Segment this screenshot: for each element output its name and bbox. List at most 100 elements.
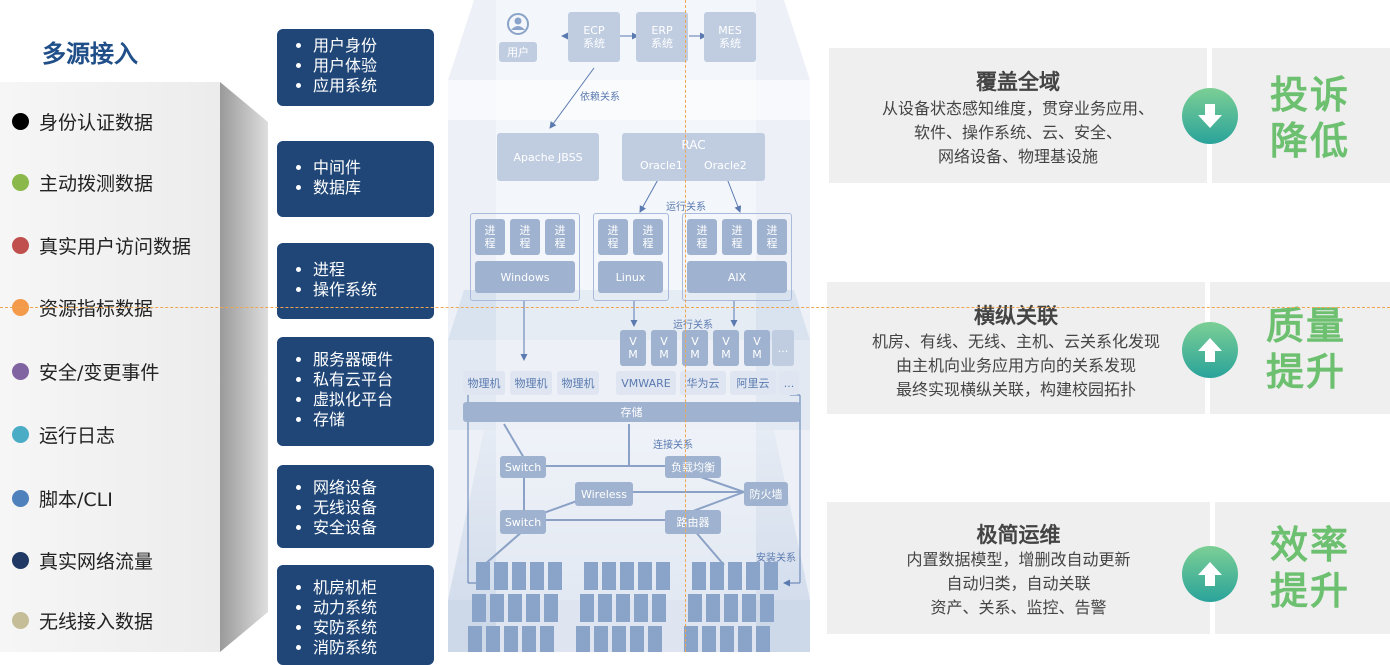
relation-label: 运行关系 <box>666 202 706 213</box>
layer-item: 机房机柜 <box>313 578 434 598</box>
card-line: 网络设备、物理基设施 <box>937 147 1098 166</box>
layer-item: 虚拟化平台 <box>313 390 434 410</box>
layer-box-middleware: 中间件数据库 <box>277 141 434 217</box>
physical-node: 物理机 <box>557 371 599 395</box>
layer-item: 进程 <box>313 260 434 280</box>
os-group <box>470 213 580 301</box>
bullet-dot-icon <box>12 236 29 254</box>
layer-box-os: 进程操作系统 <box>277 243 434 319</box>
source-label: 真实网络流量 <box>39 550 154 573</box>
source-item: 脚本/CLI <box>12 485 113 511</box>
app-node: ECP 系统 <box>568 12 620 62</box>
oracle-label: Oracle1 <box>640 159 683 172</box>
card-title: 极简运维 <box>976 523 1061 547</box>
os-node: Windows <box>475 261 575 293</box>
firewall-node: 防火墙 <box>744 482 788 506</box>
layer-box-application: 用户身份用户体验应用系统 <box>277 29 434 106</box>
physical-node: 物理机 <box>510 371 552 395</box>
layer-box-facility: 机房机柜动力系统安防系统消防系统 <box>277 565 434 665</box>
source-label: 脚本/CLI <box>39 488 113 511</box>
layer-box-compute: 服务器硬件私有云平台虚拟化平台存储 <box>277 337 434 446</box>
layer-item: 无线设备 <box>313 498 434 518</box>
wireless-node: Wireless <box>575 482 633 506</box>
process-node: 进 程 <box>687 219 717 255</box>
card-body: 从设备状态感知维度，贯穿业务应用、 软件、操作系统、云、安全、 网络设备、物理基… <box>829 97 1207 169</box>
layer-item: 用户体验 <box>313 56 434 76</box>
user-node: 用户 <box>499 42 537 62</box>
load-balancer-node: 负载均衡 <box>665 456 721 478</box>
layer-box-network: 网络设备无线设备安全设备 <box>277 465 434 548</box>
card-line: 自动归类，自动关联 <box>946 574 1091 593</box>
result-line: 质量 <box>1265 304 1346 348</box>
rac-label: RAC <box>681 138 706 152</box>
process-node: 进 程 <box>757 219 787 255</box>
bullet-dot-icon <box>12 489 29 507</box>
card-line: 资产、关系、监控、告警 <box>930 598 1107 617</box>
bullet-dot-icon <box>12 173 29 191</box>
card-body: 机房、有线、无线、主机、云关系化发现 由主机向业务应用方向的关系发现 最终实现横… <box>827 330 1205 402</box>
source-item: 真实网络流量 <box>12 547 153 573</box>
arrow-up-icon <box>1182 322 1238 378</box>
result-text: 效率 提升 <box>1240 522 1380 614</box>
os-node: Linux <box>598 261 663 293</box>
layer-item: 动力系统 <box>313 598 434 618</box>
process-node: 进 程 <box>633 219 663 255</box>
bullet-dot-icon <box>12 425 29 443</box>
panel-shadow <box>220 82 268 652</box>
card-line: 由主机向业务应用方向的关系发现 <box>895 356 1136 375</box>
vm-node: V M <box>682 330 708 366</box>
vm-more: ... <box>772 330 794 366</box>
cloud-more: ... <box>779 371 799 395</box>
app-node: ERP 系统 <box>636 12 688 62</box>
source-item: 身份认证数据 <box>12 108 153 134</box>
source-item: 主动拨测数据 <box>12 169 153 195</box>
layer-item: 私有云平台 <box>313 370 434 390</box>
layer-item: 数据库 <box>313 178 434 198</box>
source-label: 运行日志 <box>39 424 116 447</box>
switch-node: Switch <box>500 456 546 478</box>
bullet-dot-icon <box>12 112 29 130</box>
benefit-card <box>829 48 1207 183</box>
layer-item: 安全设备 <box>313 518 434 538</box>
result-line: 降低 <box>1269 119 1350 163</box>
source-item: 真实用户访问数据 <box>12 232 191 258</box>
bullet-dot-icon <box>12 611 29 629</box>
process-node: 进 程 <box>598 219 628 255</box>
bullet-dot-icon <box>12 551 29 569</box>
result-card <box>1210 282 1390 414</box>
process-node: 进 程 <box>510 219 540 255</box>
page-title: 多源接入 <box>42 40 138 68</box>
layer-item: 消防系统 <box>313 638 434 658</box>
result-line: 效率 <box>1269 523 1350 567</box>
switch-node: Switch <box>500 510 546 534</box>
middleware-node: Apache JBSS <box>497 133 599 181</box>
layer-item: 用户身份 <box>313 36 434 56</box>
result-text: 投诉 降低 <box>1240 72 1380 164</box>
result-line: 提升 <box>1269 569 1350 613</box>
layer-item: 网络设备 <box>313 478 434 498</box>
app-node: MES 系统 <box>704 12 756 62</box>
relation-label: 连接关系 <box>653 440 693 451</box>
layer-item: 操作系统 <box>313 280 434 300</box>
relation-label: 运行关系 <box>673 320 713 331</box>
source-label: 真实用户访问数据 <box>39 235 192 258</box>
relation-label: 依赖关系 <box>580 92 620 103</box>
result-card <box>1212 48 1390 183</box>
physical-node: 物理机 <box>463 371 505 395</box>
result-card <box>1215 502 1390 634</box>
vm-node: V M <box>713 330 739 366</box>
card-line: 软件、操作系统、云、安全、 <box>913 123 1122 142</box>
os-group <box>682 213 792 301</box>
benefit-card <box>827 282 1205 414</box>
cloud-node: VMWARE <box>616 371 676 395</box>
storage-node: 存储 <box>463 402 800 422</box>
source-item: 安全/变更事件 <box>12 358 159 384</box>
cloud-node: 阿里云 <box>730 371 776 395</box>
process-node: 进 程 <box>722 219 752 255</box>
vm-node: V M <box>651 330 677 366</box>
result-line: 投诉 <box>1269 73 1350 117</box>
bullet-dot-icon <box>12 362 29 380</box>
card-line: 机房、有线、无线、主机、云关系化发现 <box>871 332 1160 351</box>
rac-node: RAC Oracle1 Oracle2 <box>622 133 765 181</box>
os-group <box>593 213 669 301</box>
